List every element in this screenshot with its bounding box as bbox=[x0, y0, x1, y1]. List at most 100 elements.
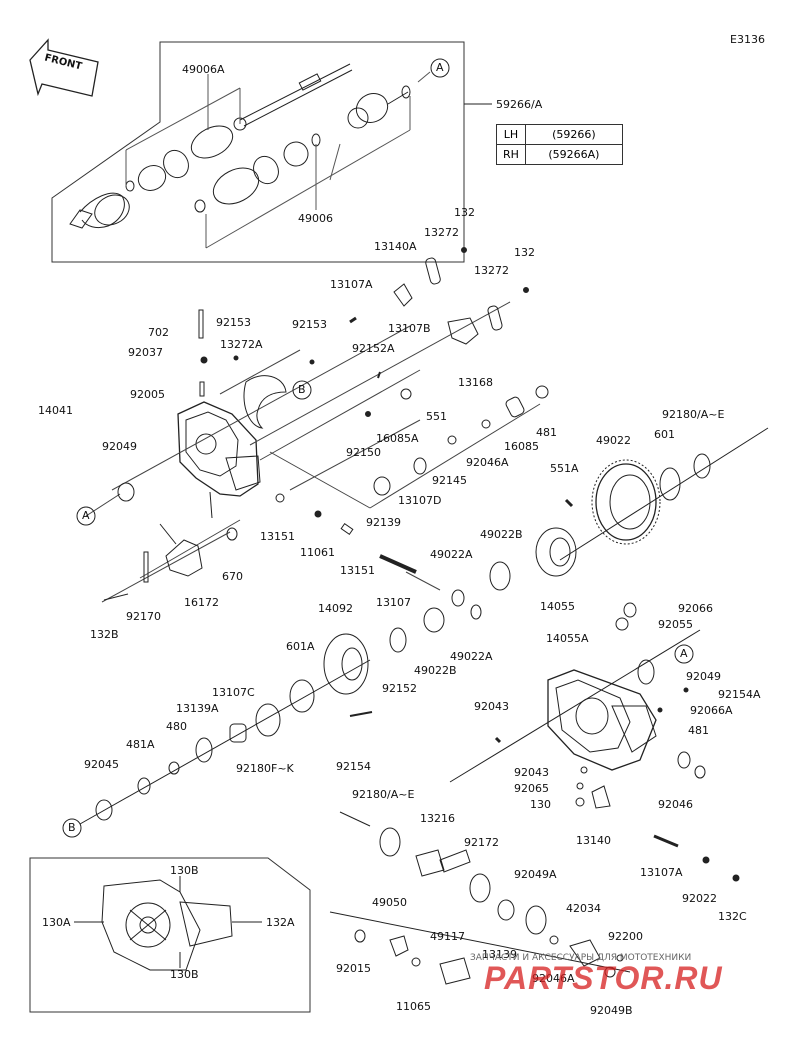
diagram-code: E3136 bbox=[730, 33, 765, 46]
watermark-text: ЗАПЧАСТИ И АКСЕССУАРЫ ДЛЯ МОТОТЕХНИКИ bbox=[470, 953, 692, 963]
label-132B: 132B bbox=[90, 628, 119, 641]
label-92153-2: 92153 bbox=[292, 318, 327, 331]
label-13107: 13107 bbox=[376, 596, 411, 609]
label-480: 480 bbox=[166, 720, 187, 733]
label-551: 551 bbox=[426, 410, 447, 423]
label-14055: 14055 bbox=[540, 600, 575, 613]
label-13139A: 13139A bbox=[176, 702, 219, 715]
watermark-logo: PARTSTOR.RU bbox=[484, 960, 723, 996]
label-92180AE-2: 92180/A~E bbox=[352, 788, 415, 801]
ref-a-circle-3 bbox=[674, 644, 694, 664]
table-cell-part: (59266) bbox=[524, 124, 623, 145]
label-702: 702 bbox=[148, 326, 169, 339]
label-92049A: 92049A bbox=[514, 868, 557, 881]
label-130A: 130A bbox=[42, 916, 71, 929]
axle-shaft bbox=[69, 63, 411, 229]
label-13107A-2: 13107A bbox=[640, 866, 683, 879]
label-670: 670 bbox=[222, 570, 243, 583]
label-92045: 92045 bbox=[84, 758, 119, 771]
label-130B-2: 130B bbox=[170, 968, 199, 981]
label-92046A-1: 92046A bbox=[466, 456, 509, 469]
label-16172: 16172 bbox=[184, 596, 219, 609]
label-14055A: 14055A bbox=[546, 632, 589, 645]
gear-case-housing bbox=[177, 401, 261, 519]
label-481A: 481A bbox=[126, 738, 155, 751]
label-92049B: 92049B bbox=[590, 1004, 633, 1017]
label-92015: 92015 bbox=[336, 962, 371, 975]
label-92049-2: 92049 bbox=[686, 670, 721, 683]
label-130: 130 bbox=[530, 798, 551, 811]
label-132-2: 132 bbox=[514, 246, 535, 259]
label-49022B-1: 49022B bbox=[480, 528, 523, 541]
label-481-1: 481 bbox=[536, 426, 557, 439]
label-92180FK: 92180F~K bbox=[236, 762, 294, 775]
label-13107B: 13107B bbox=[388, 322, 431, 335]
label-13140A: 13140A bbox=[374, 240, 417, 253]
label-92022: 92022 bbox=[682, 892, 717, 905]
label-92046-2: 92046 bbox=[658, 798, 693, 811]
label-92170: 92170 bbox=[126, 610, 161, 623]
label-13272-2: 13272 bbox=[474, 264, 509, 277]
housing-14055a bbox=[547, 669, 657, 771]
label-92145: 92145 bbox=[432, 474, 467, 487]
ref-a-label-2: A bbox=[82, 509, 90, 522]
label-13272-1: 13272 bbox=[424, 226, 459, 239]
pinion-13216 bbox=[415, 849, 471, 877]
label-92046A-2: 92046A bbox=[532, 972, 575, 985]
ref-b-label-1: B bbox=[298, 383, 306, 396]
label-11065: 11065 bbox=[396, 1000, 431, 1013]
label-59266A: 59266/A bbox=[496, 98, 543, 111]
label-132-1: 132 bbox=[454, 206, 475, 219]
table-cell-side: LH bbox=[496, 124, 526, 145]
ref-b-circle-1 bbox=[292, 380, 312, 400]
label-13151-1: 13151 bbox=[260, 530, 295, 543]
label-130B-1: 130B bbox=[170, 864, 199, 877]
label-49022: 49022 bbox=[596, 434, 631, 447]
gasket-13272a bbox=[243, 375, 287, 429]
ref-a-circle-top bbox=[430, 58, 450, 78]
label-13107C: 13107C bbox=[212, 686, 255, 699]
label-13107A: 13107A bbox=[330, 278, 373, 291]
label-92152: 92152 bbox=[382, 682, 417, 695]
label-13216: 13216 bbox=[420, 812, 455, 825]
label-42034: 42034 bbox=[566, 902, 601, 915]
label-13272A: 13272A bbox=[220, 338, 263, 351]
inset-housing-view bbox=[74, 876, 262, 971]
label-92200: 92200 bbox=[608, 930, 643, 943]
label-92152A: 92152A bbox=[352, 342, 395, 355]
inset-frame bbox=[29, 857, 311, 1013]
label-11061: 11061 bbox=[300, 546, 335, 559]
label-601: 601 bbox=[654, 428, 675, 441]
ref-a-label-top: A bbox=[436, 61, 444, 74]
table-row: LH (59266) bbox=[496, 124, 623, 145]
label-92066: 92066 bbox=[678, 602, 713, 615]
label-13151-2: 13151 bbox=[340, 564, 375, 577]
label-49117: 49117 bbox=[430, 930, 465, 943]
ring-gear-49022 bbox=[591, 459, 661, 545]
table-cell-part: (59266A) bbox=[524, 144, 623, 165]
label-16085: 16085 bbox=[504, 440, 539, 453]
front-arrow-icon bbox=[29, 38, 99, 97]
label-92043-2: 92043 bbox=[514, 766, 549, 779]
label-132C: 132C bbox=[718, 910, 747, 923]
label-49022A-1: 49022A bbox=[430, 548, 473, 561]
label-92154: 92154 bbox=[336, 760, 371, 773]
label-551A: 551A bbox=[550, 462, 579, 475]
ref-a-circle-2 bbox=[76, 506, 96, 526]
table-cell-side: RH bbox=[496, 144, 526, 165]
label-92037: 92037 bbox=[128, 346, 163, 359]
label-481-2: 481 bbox=[688, 724, 709, 737]
label-92065: 92065 bbox=[514, 782, 549, 795]
label-13139: 13139 bbox=[482, 948, 517, 961]
label-49022B-2: 49022B bbox=[414, 664, 457, 677]
label-13107D: 13107D bbox=[398, 494, 442, 507]
label-601A: 601A bbox=[286, 640, 315, 653]
table-row: RH (59266A) bbox=[496, 144, 623, 165]
label-92180AE-1: 92180/A~E bbox=[662, 408, 725, 421]
label-92066A: 92066A bbox=[690, 704, 733, 717]
side-parts-table: LH (59266) RH (59266A) bbox=[496, 124, 623, 165]
label-14092: 14092 bbox=[318, 602, 353, 615]
label-92043-1: 92043 bbox=[474, 700, 509, 713]
label-92154A: 92154A bbox=[718, 688, 761, 701]
